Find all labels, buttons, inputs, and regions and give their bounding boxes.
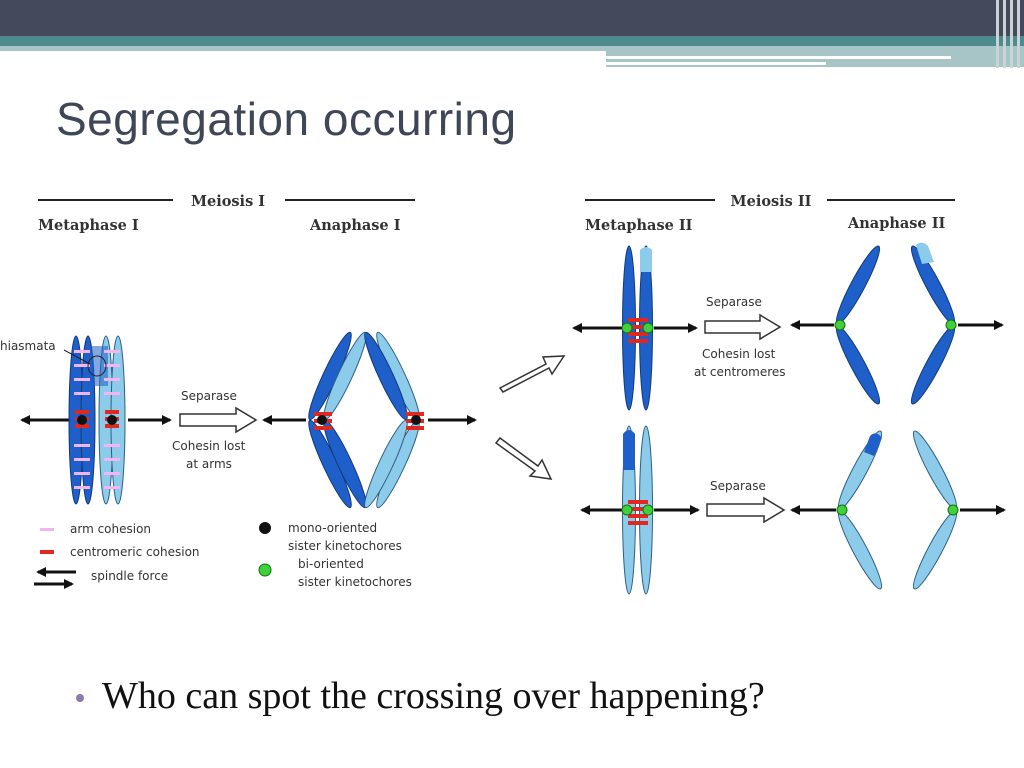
legend-mono-line1: mono-oriented: [288, 521, 377, 535]
separase-label-1: Separase: [181, 389, 237, 403]
anaphase-2-top: [790, 242, 1004, 405]
legend-bi-line2: sister kinetochores: [298, 575, 412, 589]
meiosis-1-label: Meiosis I: [191, 193, 265, 210]
metaphase-2-bottom: [580, 425, 700, 595]
meiosis-1-header: Meiosis I Metaphase I Anaphase I: [38, 193, 415, 234]
branch-arrows: [494, 355, 566, 480]
anaphase-2-label: Anaphase II: [847, 215, 945, 232]
cohesin-arms-label-line2: at arms: [186, 457, 232, 471]
separase-arrow-3: Separase: [706, 479, 786, 524]
metaphase-1-bivalent: hiasmata: [0, 335, 172, 505]
legend-centromeric-cohesion: centromeric cohesion: [70, 545, 200, 559]
header-band: [0, 0, 1024, 68]
meiosis-2-label: Meiosis II: [731, 193, 812, 210]
metaphase-1-label: Metaphase I: [38, 217, 139, 234]
legend-mono-line2: sister kinetochores: [288, 539, 402, 553]
cohesin-centromeres-label-line2: at centromeres: [694, 365, 786, 379]
bullet-item: Who can spot the crossing over happening…: [76, 674, 765, 718]
anaphase-1-label: Anaphase I: [309, 217, 401, 234]
slide-title: Segregation occurring: [56, 93, 517, 145]
metaphase-2-label: Metaphase II: [585, 217, 693, 234]
arm-cohesion-marks: [74, 350, 120, 489]
separase-label-2: Separase: [706, 295, 762, 309]
separase-arrow-1: Separase Cohesin lost at arms: [172, 389, 258, 471]
anaphase-2-bottom: [790, 430, 1006, 590]
chiasmata-label: hiasmata: [0, 339, 56, 353]
legend: arm cohesion centromeric cohesion spindl…: [34, 521, 412, 589]
legend-bi-line1: bi-oriented: [298, 557, 364, 571]
anaphase-1-chromosomes: [262, 331, 477, 509]
meiosis-diagram: Meiosis I Metaphase I Anaphase I Meiosis…: [0, 193, 1006, 595]
cohesin-arms-label-line1: Cohesin lost: [172, 439, 246, 453]
separase-label-3: Separase: [710, 479, 766, 493]
legend-arm-cohesion: arm cohesion: [70, 522, 151, 536]
legend-spindle-force: spindle force: [91, 569, 168, 583]
bullet-dot-icon: [76, 694, 84, 702]
bullet-text: Who can spot the crossing over happening…: [102, 675, 765, 717]
meiosis-2-header: Meiosis II Metaphase II Anaphase II: [585, 193, 955, 234]
metaphase-2-top: [572, 245, 698, 411]
cohesin-centromeres-label-line1: Cohesin lost: [702, 347, 776, 361]
separase-arrow-2: Separase Cohesin lost at centromeres: [694, 295, 786, 379]
